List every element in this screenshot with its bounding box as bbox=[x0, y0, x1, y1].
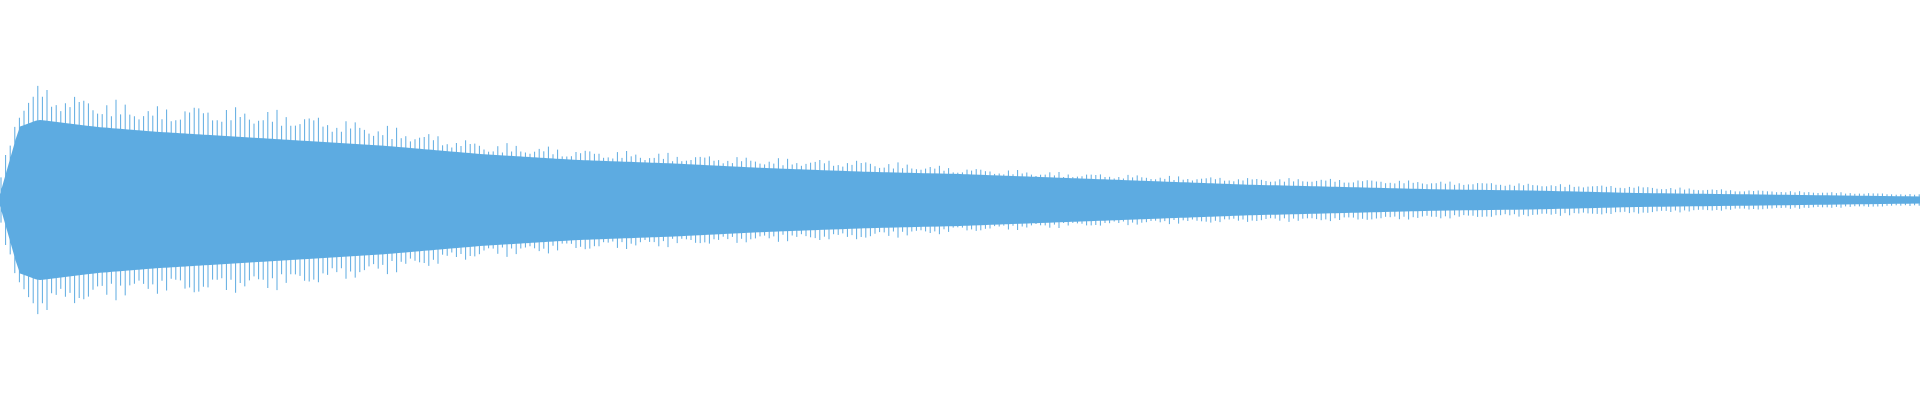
waveform-body bbox=[0, 120, 1920, 280]
